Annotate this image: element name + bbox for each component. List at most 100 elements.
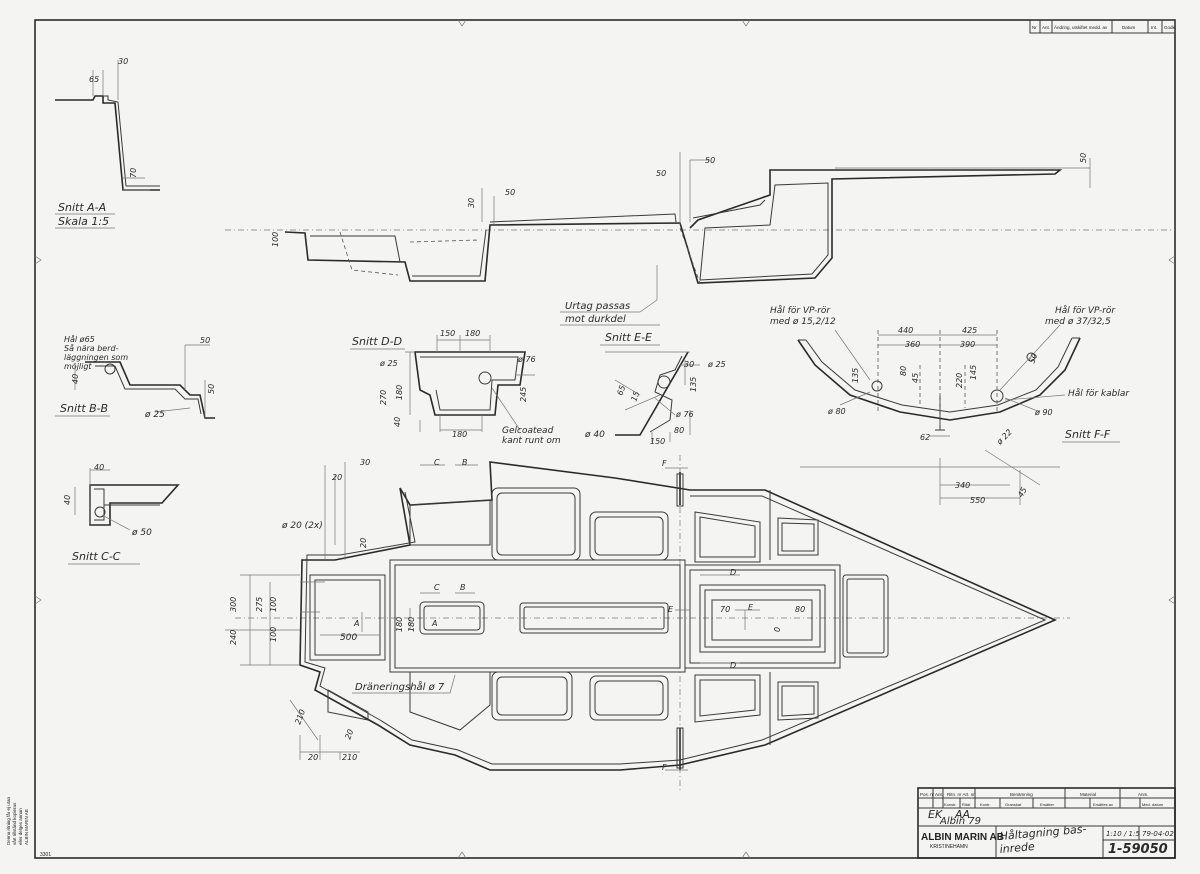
ff-note-right-1: Hål för VP-rör (1055, 305, 1116, 316)
section-cc-view: 40 40 ø 50 Snitt C-C (63, 463, 180, 565)
ee-dim-7: ø 76 (675, 410, 694, 419)
ff-note-cable: Hål för kablar (1068, 388, 1130, 399)
plan-mark-d1: D (730, 568, 736, 577)
plan-dim-15: 0 (773, 627, 782, 632)
ff-dim-17: 550 (970, 496, 985, 505)
section-aa-title: Snitt A-A (58, 201, 106, 214)
bb-dim-3: 50 (207, 384, 216, 394)
profile-dim-4: 50 (505, 188, 515, 197)
rev-hdr-godk: Godk. (1164, 25, 1176, 30)
cc-dim-3: ø 50 (131, 528, 152, 538)
tb-drawing-number: 1-59050 (1108, 842, 1168, 857)
tb-title-2: inrede (999, 840, 1035, 856)
ee-dim-4: 65 (615, 384, 627, 397)
profile-view: 50 50 30 50 100 50 Urtag passas mot durk… (225, 152, 1175, 326)
ff-dim-13: ø 90 (1034, 408, 1053, 417)
section-cc-title: Snitt C-C (72, 550, 121, 563)
plan-mark-f1: F (662, 459, 667, 468)
ff-dim-8: 45 (911, 373, 920, 383)
plan-mark-a2: A (431, 619, 437, 628)
profile-dim-3: 30 (467, 198, 476, 208)
ff-dim-9: 220 (955, 373, 964, 388)
dd-dim-6: 180 (395, 385, 404, 400)
ff-dim-1: 440 (898, 326, 913, 335)
plan-mark-e1: E (668, 605, 674, 614)
ff-dim-6: 135 (851, 368, 860, 383)
aa-dim-2: 65 (89, 75, 99, 84)
dd-note-1: Gelcoatead (502, 426, 554, 436)
bb-note-1: Hål ø65 (64, 334, 95, 344)
side-text-4: ALBIN MARIN AB (24, 809, 29, 845)
rev-hdr-int: Int. (1151, 25, 1157, 30)
plan-dim-10: 180 (395, 617, 404, 632)
tb-sub-datum: Med. datum (1142, 802, 1164, 807)
ff-dim-2: 425 (962, 326, 977, 335)
plan-dim-17: 210 (293, 708, 307, 725)
edge-marks (34, 19, 1176, 859)
profile-dim-6: 50 (1079, 153, 1088, 163)
ff-dim-11: ø 80 (827, 407, 846, 416)
ff-dim-3: 360 (905, 340, 920, 349)
plan-dim-14: 80 (795, 605, 805, 614)
aa-dim-3: 70 (129, 168, 138, 178)
tb-hdr-ritn: Ritn. nr Art. nr (947, 792, 975, 797)
plan-dim-9: 240 (229, 630, 238, 645)
ff-note-left-2: med ø 15,2/12 (770, 317, 836, 327)
plan-mark-f2: F (662, 763, 667, 772)
ff-dim-4: 390 (960, 340, 975, 349)
section-bb-title: Snitt B-B (60, 402, 108, 415)
section-ff-view: Hål för VP-rör med ø 15,2/12 Hål för VP-… (770, 305, 1130, 505)
profile-dim-1: 50 (705, 156, 715, 165)
plan-mark-e2: E (748, 603, 754, 612)
tb-date: 79-04-02 (1142, 830, 1174, 838)
section-ff-title: Snitt F-F (1065, 428, 1111, 441)
section-dd-title: Snitt D-D (352, 335, 402, 348)
drawing-border (34, 19, 1176, 859)
profile-note-2: mot durkdel (565, 314, 626, 325)
plan-dim-2: 20 (332, 473, 342, 482)
tb-hdr-pos: Pos. nr (920, 792, 935, 797)
ff-dim-5: 50 (1027, 352, 1039, 365)
tb-sub-gransk: Granskat (1005, 802, 1022, 807)
tb-sub-ritat: Ritat (962, 802, 971, 807)
plan-dim-19: 20 (343, 728, 355, 741)
dd-dim-2: 180 (465, 329, 480, 338)
rev-hdr-change: Ändring, utskiftet medd. av (1054, 24, 1108, 30)
ee-dim-8: 80 (674, 426, 684, 435)
plan-dim-11: 180 (407, 617, 416, 632)
bb-dim-1: 50 (200, 336, 210, 345)
plan-dim-7: 100 (269, 597, 278, 612)
plan-dim-3: ø 20 (2x) (281, 521, 323, 531)
tb-hdr-mat: Material (1080, 792, 1096, 797)
ee-dim-9: 150 (650, 437, 665, 446)
bb-dim-2: 40 (71, 374, 80, 384)
ee-dim-3: 135 (689, 377, 698, 392)
plan-mark-c1: C (434, 458, 440, 467)
plan-dim-5: 300 (229, 597, 238, 612)
aa-dim-1: 30 (118, 57, 128, 66)
ff-note-left-1: Hål för VP-rör (770, 305, 831, 316)
cc-dim-1: 40 (94, 463, 104, 472)
plan-dim-1: 30 (360, 458, 370, 467)
dd-dim-1: 150 (440, 329, 455, 338)
plan-view: 30 20 ø 20 (2x) 20 300 275 100 100 240 1… (225, 455, 1070, 790)
ee-dim-1: 30 (684, 360, 694, 369)
section-aa-scale: Skala 1:5 (58, 215, 109, 228)
bb-dim-4: ø 25 (144, 410, 165, 420)
title-block: Pos. nr Ant. Ritn. nr Art. nr Benämning … (917, 787, 1176, 859)
ff-dim-14: ø 22 (994, 428, 1014, 448)
rev-hdr-date: Datum (1122, 25, 1136, 30)
rev-hdr-nr: Nr (1032, 25, 1037, 30)
ff-dim-16: 340 (955, 481, 970, 490)
plan-dim-4: 20 (359, 538, 368, 548)
plan-mark-b1: B (462, 458, 468, 467)
bb-note-2: Så nära berd- (64, 343, 119, 353)
ff-dim-15: 45 (1016, 486, 1029, 499)
bb-note-3: läggningen som (64, 353, 128, 362)
side-text-1: Denna ritning får ej utan (5, 796, 11, 845)
cc-dim-2: 40 (63, 495, 72, 505)
tb-sub-ersattes: Ersättes av (1093, 802, 1113, 807)
plan-openings (327, 487, 889, 745)
tb-scale: 1:10 / 1:5 (1106, 830, 1140, 838)
bb-note-4: möjligt (64, 362, 92, 371)
